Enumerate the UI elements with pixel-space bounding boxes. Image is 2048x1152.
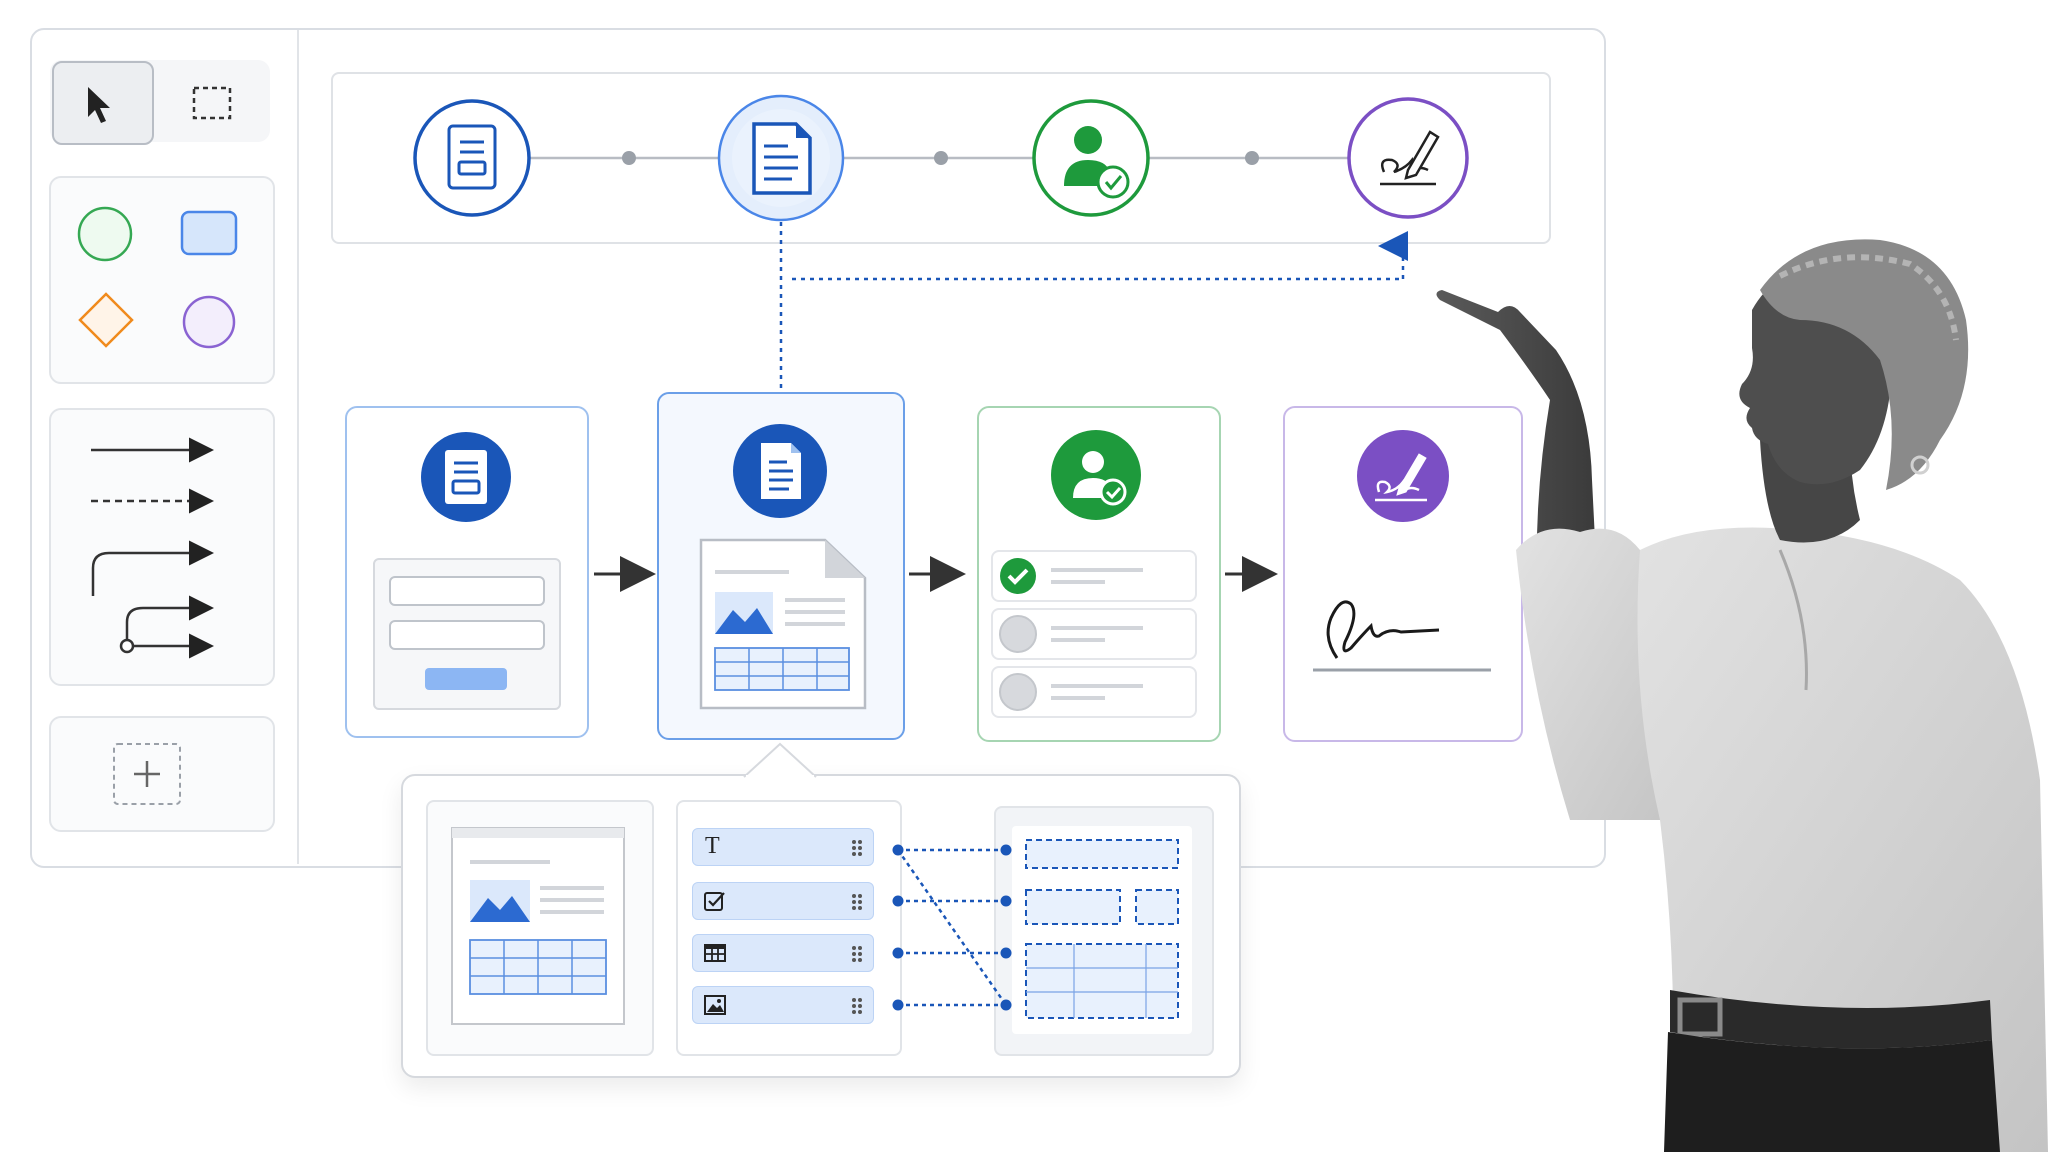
text-document-icon bbox=[733, 424, 827, 518]
text-field-icon: T bbox=[705, 833, 720, 859]
timeline-step-approval[interactable] bbox=[1032, 99, 1150, 217]
approval-step-card[interactable] bbox=[977, 406, 1221, 742]
circle-shape-purple[interactable] bbox=[182, 295, 236, 349]
form-input-field bbox=[389, 576, 545, 606]
cursor-arrow-icon bbox=[88, 87, 110, 123]
field-item-text[interactable]: T bbox=[692, 828, 874, 866]
form-input-field bbox=[389, 620, 545, 650]
add-element-button[interactable] bbox=[112, 742, 182, 806]
dashed-marquee-icon bbox=[192, 86, 232, 120]
pending-circle bbox=[999, 615, 1037, 653]
timeline-dot bbox=[622, 151, 636, 165]
target-slot[interactable] bbox=[1025, 943, 1179, 1019]
add-element-group bbox=[49, 716, 275, 832]
diamond-shape-orange[interactable] bbox=[78, 292, 134, 348]
template-preview-panel bbox=[426, 800, 654, 1056]
drag-handle-icon[interactable] bbox=[851, 945, 863, 963]
connectors-palette bbox=[49, 408, 275, 686]
approval-item-pending bbox=[991, 608, 1197, 660]
form-step-card[interactable] bbox=[345, 406, 589, 738]
drag-handle-icon[interactable] bbox=[851, 893, 863, 911]
dotted-link bbox=[779, 222, 1408, 392]
branch-arrow-connector[interactable] bbox=[119, 595, 214, 659]
table-field-icon bbox=[704, 944, 726, 962]
target-slot[interactable] bbox=[1135, 889, 1179, 925]
form-preview bbox=[373, 558, 561, 710]
document-step-card[interactable] bbox=[657, 392, 905, 740]
signature-pen-icon bbox=[1357, 430, 1449, 522]
field-item-table[interactable] bbox=[692, 934, 874, 972]
image-field-icon bbox=[704, 995, 726, 1015]
approval-item-pending bbox=[991, 666, 1197, 718]
timeline-step-signature[interactable] bbox=[1347, 97, 1469, 219]
field-item-checkbox[interactable] bbox=[692, 882, 874, 920]
form-document-icon bbox=[421, 432, 511, 522]
circle-shape-green[interactable] bbox=[77, 206, 133, 262]
presenter-photo bbox=[1436, 239, 2048, 1152]
target-layout-slots bbox=[1025, 839, 1179, 1019]
popover-pointer bbox=[743, 742, 817, 778]
pending-circle bbox=[999, 673, 1037, 711]
user-approved-icon bbox=[1064, 126, 1130, 199]
document-template-preview bbox=[699, 538, 867, 710]
field-item-image[interactable] bbox=[692, 986, 874, 1024]
timeline-step-document[interactable] bbox=[717, 94, 845, 222]
approval-item-approved bbox=[991, 550, 1197, 602]
signature-pen-icon bbox=[1380, 130, 1440, 186]
form-submit-button bbox=[425, 668, 507, 690]
text-document-icon bbox=[752, 122, 812, 195]
form-document-icon bbox=[447, 124, 497, 190]
target-slot[interactable] bbox=[1025, 839, 1179, 869]
checkbox-field-icon bbox=[704, 892, 725, 911]
signature-line bbox=[1313, 600, 1491, 672]
plus-icon bbox=[113, 743, 181, 805]
marquee-tool-button[interactable] bbox=[168, 66, 256, 138]
target-slot[interactable] bbox=[1025, 889, 1121, 925]
user-approved-icon bbox=[1051, 430, 1141, 520]
drag-handle-icon[interactable] bbox=[851, 839, 863, 857]
template-page bbox=[451, 827, 625, 1025]
signature-step-card[interactable] bbox=[1283, 406, 1523, 742]
drag-handle-icon[interactable] bbox=[851, 997, 863, 1015]
shapes-palette bbox=[49, 176, 275, 384]
timeline-dot bbox=[934, 151, 948, 165]
select-tool-button[interactable] bbox=[52, 61, 154, 145]
elbow-arrow-connector[interactable] bbox=[91, 540, 214, 596]
rectangle-shape-blue[interactable] bbox=[180, 210, 238, 256]
timeline-dot bbox=[1245, 151, 1259, 165]
check-circle-icon bbox=[1000, 558, 1036, 594]
timeline-step-form[interactable] bbox=[413, 99, 531, 217]
toolbar-divider bbox=[297, 30, 299, 864]
